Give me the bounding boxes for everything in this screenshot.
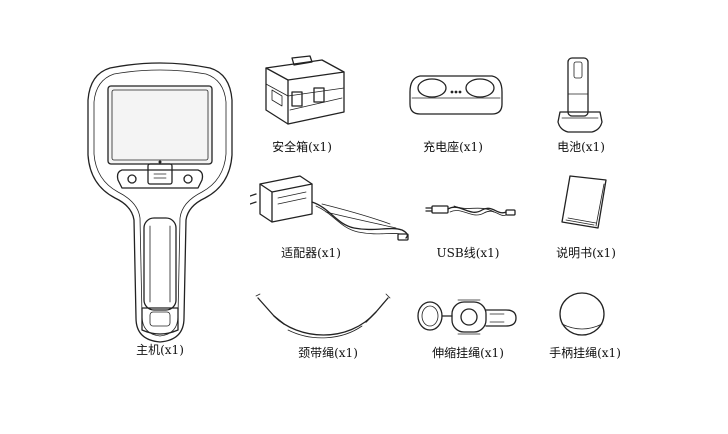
neck-strap-icon [255,293,391,339]
item-label: USB线(x1) [436,246,500,260]
item-label: 说明书(x1) [556,246,616,260]
item-label: 主机(x1) [136,343,184,357]
item-label: 颈带绳(x1) [298,346,358,360]
item-label: 伸缩挂绳(x1) [432,346,504,360]
manual-booklet-icon [561,175,607,229]
usb-cable-icon [425,205,516,216]
power-adapter-icon [250,175,409,241]
item-label: 安全箱(x1) [272,140,332,154]
retractable-lanyard-icon [417,299,517,335]
safety-case-icon [265,55,345,125]
item-label: 电池(x1) [557,140,605,154]
item-label: 手柄挂绳(x1) [549,346,621,360]
thermal-camera-icon [87,62,233,343]
charging-dock-icon [409,75,503,115]
item-label: 充电座(x1) [423,140,483,154]
item-label: 适配器(x1) [281,246,341,260]
battery-icon [557,57,603,133]
wrist-strap-icon [559,292,605,336]
